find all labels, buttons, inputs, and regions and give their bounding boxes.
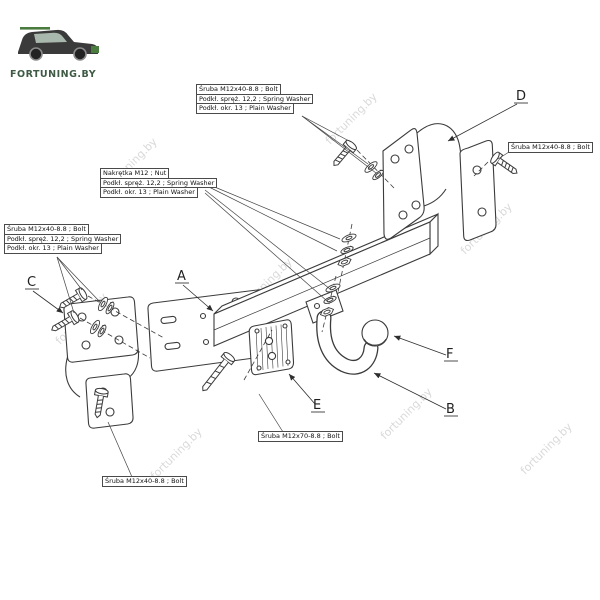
- callout-line: Podkł. okr. 13 ; Plain Washer: [4, 243, 102, 254]
- axis-left-bolt-1: [87, 295, 165, 339]
- towball-assembly: [316, 310, 389, 375]
- crossbar-beam: [213, 212, 439, 347]
- part-letter-f: F: [446, 347, 453, 362]
- brand-logo: FORTUNING.BY: [10, 24, 114, 80]
- part-letter-e: E: [313, 398, 321, 413]
- callout-line: Śruba M12x40-8.8 ; Bolt: [4, 224, 89, 235]
- callout-line: Nakrętka M12 ; Nut: [100, 168, 170, 179]
- callout-line: Śruba M12x40-8.8 ; Bolt: [196, 84, 281, 95]
- part-letter-d: D: [516, 89, 526, 104]
- callout-line: Śruba M12x40-8.8 ; Bolt: [508, 142, 593, 153]
- side-bracket-right: [382, 123, 497, 242]
- callout-left-bolt-set: Śruba M12x40-8.8 ; Bolt Podkł. spręż. 12…: [4, 224, 122, 254]
- watermark-text: fortuning.by: [378, 385, 435, 442]
- callout-right-bolt: Śruba M12x40-8.8 ; Bolt: [508, 142, 593, 153]
- watermark-text: fortuning.by: [518, 420, 575, 477]
- callout-top-bolt-set: Śruba M12x40-8.8 ; Bolt Podkł. spręż. 12…: [196, 84, 314, 114]
- axis-left-bolt-2: [79, 317, 151, 359]
- part-letter-c: C: [27, 275, 36, 290]
- callout-line: Śruba M12x70-8.8 ; Bolt: [258, 431, 343, 442]
- axis-bottom-center-bolt: [243, 329, 273, 381]
- part-letter-b: B: [446, 402, 455, 417]
- callout-line: Podkł. okr. 13 ; Plain Washer: [196, 103, 294, 114]
- callout-bottom-left-bolt: Śruba M12x40-8.8 ; Bolt: [102, 476, 187, 487]
- callout-line: Podkł. okr. 13 ; Plain Washer: [100, 187, 198, 198]
- towball-ball: [361, 319, 389, 347]
- axis-top-bolt: [356, 149, 395, 189]
- callout-line: Podkł. spręż. 12,2 ; Spring Washer: [4, 233, 122, 244]
- callout-leader-lines: [56, 115, 510, 478]
- callout-line: Śruba M12x40-8.8 ; Bolt: [102, 476, 187, 487]
- brand-name: FORTUNING.BY: [10, 69, 97, 80]
- axis-right-bolt: [473, 161, 489, 177]
- socket-plate-e: [248, 319, 295, 376]
- callout-nut-set: Nakrętka M12 ; Nut Podkł. spręż. 12,2 ; …: [100, 168, 218, 198]
- callout-line: Podkł. spręż. 12,2 ; Spring Washer: [100, 177, 218, 188]
- part-letter-a: A: [177, 269, 186, 284]
- callout-bottom-center-bolt: Śruba M12x70-8.8 ; Bolt: [258, 431, 343, 442]
- watermark-text: fortuning.by: [148, 425, 205, 482]
- part-letter-layer: A B C D E F: [25, 89, 528, 417]
- logo-truck-image: [18, 27, 99, 61]
- plain-washer-upper-stack: [340, 231, 358, 245]
- callout-line: Podkł. spręż. 12,2 ; Spring Washer: [196, 93, 314, 104]
